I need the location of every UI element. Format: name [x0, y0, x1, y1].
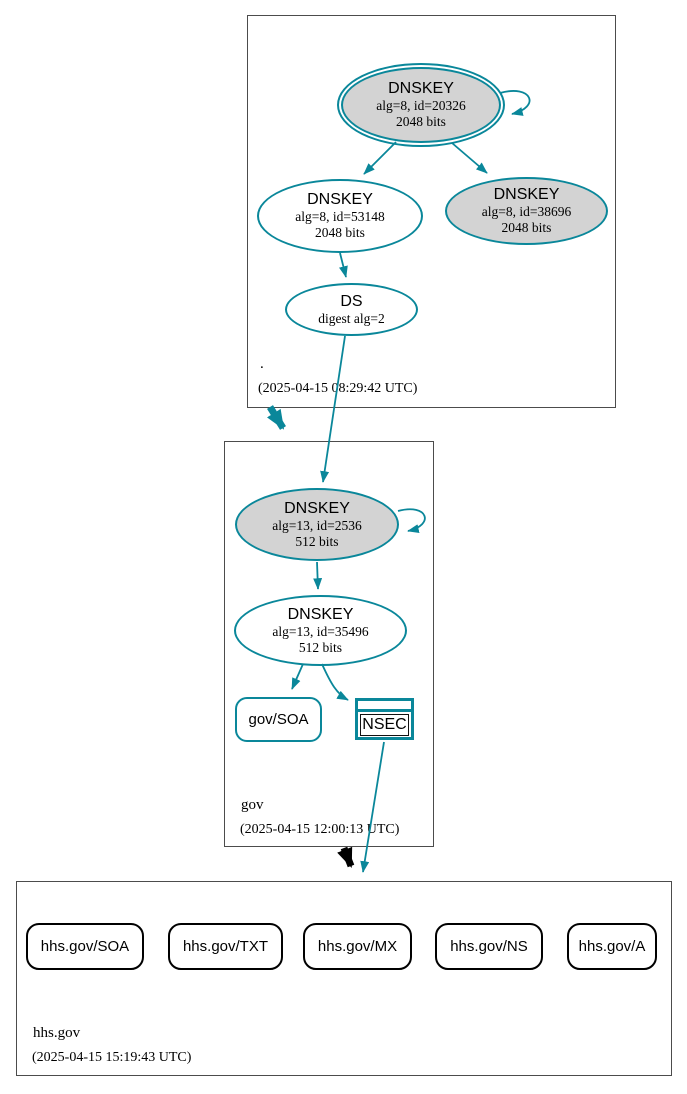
root-ksk-dnskey-inner: DNSKEY alg=8, id=20326 2048 bits — [341, 67, 501, 143]
nsec-label-cell: NSEC — [360, 714, 409, 736]
node-title: DNSKEY — [287, 605, 354, 623]
node-bits: 512 bits — [295, 533, 339, 549]
rrset-hhs-gov-mx[interactable]: hhs.gov/MX — [303, 923, 412, 970]
node-bits: 2048 bits — [501, 220, 552, 235]
gov-ksk-dnskey-node[interactable]: DNSKEY alg=13, id=2536 512 bits — [235, 488, 399, 561]
gov-zsk-dnskey-node[interactable]: DNSKEY alg=13, id=35496 512 bits — [234, 595, 407, 666]
root-ksk-dnskey-node[interactable]: DNSKEY alg=8, id=20326 2048 bits — [337, 63, 505, 147]
node-title: DS — [340, 292, 363, 310]
edge-root-zone-to-gov-zone — [266, 405, 286, 430]
rrset-label: hhs.gov/TXT — [182, 938, 269, 955]
zone-box-root — [247, 15, 616, 408]
node-title: DNSKEY — [307, 191, 373, 208]
rrset-label: hhs.gov/NS — [450, 938, 528, 955]
rrset-hhs-gov-txt[interactable]: hhs.gov/TXT — [168, 923, 283, 970]
zone-label-hhs-gov: hhs.gov — [33, 1025, 81, 1041]
nsec-label: NSEC — [362, 716, 407, 733]
edge-gov-zone-to-hhs-zone — [337, 846, 355, 868]
zone-timestamp-gov: (2025-04-15 12:00:13 UTC) — [240, 822, 400, 837]
node-attrs: alg=8, id=20326 — [376, 98, 466, 113]
zone-label-gov: gov — [241, 797, 264, 813]
zone-label-root: . — [260, 356, 264, 372]
node-attrs: alg=13, id=35496 — [272, 623, 369, 639]
zone-timestamp-root: (2025-04-15 08:29:42 UTC) — [258, 381, 418, 396]
node-title: DNSKEY — [388, 80, 454, 97]
node-title: DNSKEY — [493, 186, 560, 203]
root-zsk-dnskey-node[interactable]: DNSKEY alg=8, id=53148 2048 bits — [257, 179, 423, 253]
node-attrs: alg=8, id=53148 — [295, 209, 385, 224]
nsec-top-compartment — [358, 701, 411, 712]
node-bits: 512 bits — [298, 639, 343, 655]
zone-box-hhs-gov — [16, 881, 672, 1076]
rrset-hhs-gov-a[interactable]: hhs.gov/A — [567, 923, 657, 970]
root-standby-dnskey-node[interactable]: DNSKEY alg=8, id=38696 2048 bits — [445, 177, 608, 245]
node-title: DNSKEY — [284, 499, 350, 517]
rrset-label: gov/SOA — [248, 711, 309, 728]
gov-nsec-node[interactable]: NSEC — [355, 698, 414, 740]
rrset-label: hhs.gov/MX — [317, 938, 398, 955]
node-attrs: alg=13, id=2536 — [272, 517, 362, 533]
zone-timestamp-hhs-gov: (2025-04-15 15:19:43 UTC) — [32, 1050, 192, 1065]
rrset-label: hhs.gov/A — [578, 938, 646, 955]
rrset-label: hhs.gov/SOA — [40, 938, 130, 955]
node-attrs: alg=8, id=38696 — [481, 204, 572, 219]
rrset-gov-soa[interactable]: gov/SOA — [235, 697, 322, 742]
root-ds-node[interactable]: DS digest alg=2 — [285, 283, 418, 336]
rrset-hhs-gov-ns[interactable]: hhs.gov/NS — [435, 923, 543, 970]
node-bits: 2048 bits — [315, 225, 365, 240]
rrset-hhs-gov-soa[interactable]: hhs.gov/SOA — [26, 923, 144, 970]
node-bits: 2048 bits — [396, 114, 446, 129]
node-attrs: digest alg=2 — [318, 310, 385, 326]
